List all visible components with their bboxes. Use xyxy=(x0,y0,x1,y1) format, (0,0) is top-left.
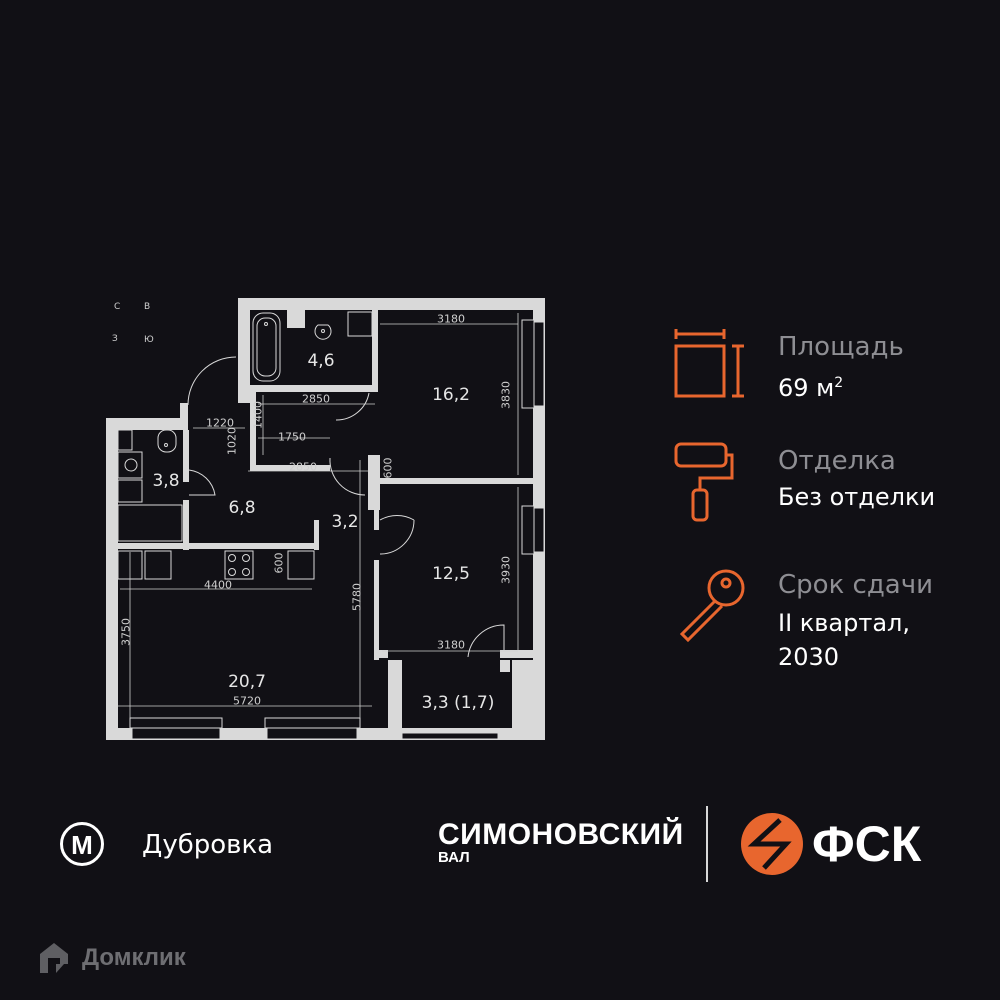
dim-kitchen-width: 4400 xyxy=(204,578,232,592)
area-value: 69 м2 xyxy=(778,366,843,405)
project-logo: СИМОНОВСКИЙ ВАЛ xyxy=(438,820,684,866)
developer-name: ФСК xyxy=(812,816,922,872)
delivery-label: Срок сдачи xyxy=(778,570,933,600)
project-subtitle: ВАЛ xyxy=(438,849,470,866)
dim-hall-small-height: 1400 xyxy=(251,401,265,429)
finish-value: Без отделки xyxy=(778,483,936,511)
area-icon xyxy=(674,329,744,398)
dim-entry-width: 1220 xyxy=(206,416,234,430)
dim-wall-600: 600 xyxy=(381,457,395,479)
room-area-bedroom-1: 16,2 xyxy=(432,385,470,405)
room-area-hallway: 6,8 xyxy=(228,498,256,518)
dim-bedroom2-width: 3180 xyxy=(437,638,465,652)
compass-east: В xyxy=(144,302,151,312)
domclick-house-icon xyxy=(40,943,68,973)
dim-hall-small-width: 1750 xyxy=(278,430,306,444)
key-icon xyxy=(679,569,745,643)
area-value-text: 69 м xyxy=(778,374,835,402)
dim-bedroom1-length: 3830 xyxy=(499,381,513,409)
area-label: Площадь xyxy=(778,332,904,362)
metro-station-name: Дубровка xyxy=(142,830,274,860)
metro-icon: M xyxy=(60,822,104,866)
finish-label: Отделка xyxy=(778,446,896,476)
paint-roller-icon xyxy=(674,442,734,522)
room-area-corridor: 3,2 xyxy=(331,512,359,532)
room-area-kitchen-living: 20,7 xyxy=(228,672,266,692)
dim-entry-height: 1020 xyxy=(225,427,239,455)
dim-bedroom2-length: 3930 xyxy=(499,556,513,584)
dim-hall-lower-width: 2850 xyxy=(289,460,317,474)
compass-north: С xyxy=(114,302,121,312)
metro-icon-letter: M xyxy=(71,830,93,860)
dim-bedroom1-width: 3180 xyxy=(437,312,465,326)
area-value-sup: 2 xyxy=(834,375,844,391)
dim-hall-upper-width: 2850 xyxy=(302,392,330,406)
domclick-text: Домклик xyxy=(82,944,186,971)
delivery-value-line1: II квартал, xyxy=(778,609,911,637)
compass-west: З xyxy=(112,334,118,344)
room-area-balcony: 3,3 (1,7) xyxy=(421,693,495,713)
room-area-bathroom: 4,6 xyxy=(307,351,335,371)
dim-living-height: 5780 xyxy=(350,583,364,611)
fsk-logo-icon xyxy=(741,813,803,875)
logo-divider xyxy=(706,806,708,882)
compass-south: Ю xyxy=(144,335,154,345)
project-title: СИМОНОВСКИЙ xyxy=(438,818,684,851)
room-area-bedroom-2: 12,5 xyxy=(432,564,470,584)
room-area-wc: 3,8 xyxy=(152,471,180,491)
dim-living-width: 5720 xyxy=(233,694,261,708)
delivery-value-line2: 2030 xyxy=(778,643,840,671)
dim-counter-depth: 600 xyxy=(272,552,286,574)
dim-living-left-height: 3750 xyxy=(119,618,133,646)
